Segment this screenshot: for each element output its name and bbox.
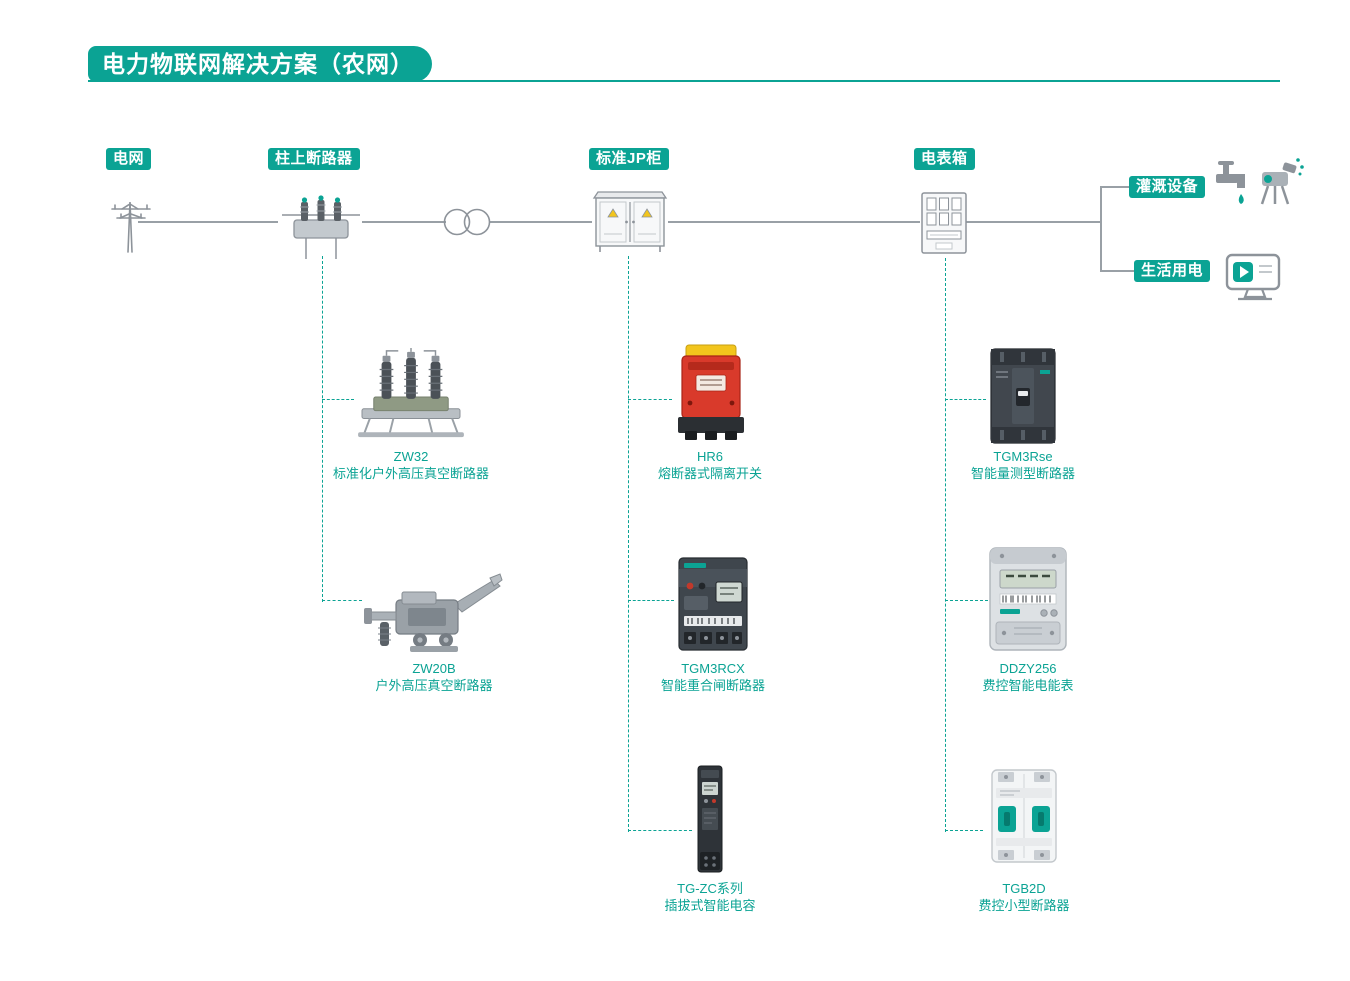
tgm3rcx-caption: TGM3RCX 智能重合闸断路器 (613, 660, 813, 694)
zw32-model: ZW32 (393, 449, 429, 464)
dashed-column-cabinet (628, 256, 629, 832)
irrigation-label: 灌溉设备 (1129, 176, 1206, 198)
hr6-model: HR6 (696, 449, 723, 464)
ddzy256-desc: 费控智能电能表 (982, 678, 1074, 693)
tgb2d-desc: 费控小型断路器 (978, 898, 1070, 913)
dashed-stub-tgzc (628, 830, 692, 831)
dashed-stub-tgb2d (945, 830, 983, 831)
tgm3rse-caption: TGM3Rse 智能量测型断路器 (923, 448, 1123, 482)
branch-to-irrigation (1100, 186, 1129, 188)
tgm3rse-image (986, 346, 1060, 451)
zw32-image (352, 346, 470, 449)
dashed-stub-tgm3rcx (628, 600, 674, 601)
ddzy256-model: DDZY256 (999, 661, 1057, 676)
branch-to-household (1100, 270, 1134, 272)
tgzc-image (694, 764, 726, 879)
tgm3rse-desc: 智能量测型断路器 (970, 466, 1075, 481)
dashed-stub-tgm3rse (945, 399, 986, 400)
zw20b-caption: ZW20B 户外高压真空断路器 (334, 660, 534, 694)
zw32-caption: ZW32 标准化户外高压真空断路器 (311, 448, 511, 482)
tgzc-desc: 插拔式智能电容 (664, 898, 756, 913)
monitor-play-icon (1224, 252, 1286, 309)
dashed-column-breaker (322, 256, 323, 602)
jp-cabinet-icon (590, 188, 670, 261)
dashed-column-meter (945, 258, 946, 832)
transmission-pole-icon (104, 194, 158, 259)
connector-breaker-to-transformer (362, 221, 446, 223)
title-underline (88, 80, 1280, 82)
jp-cabinet-label: 标准JP柜 (589, 148, 669, 170)
ddzy256-caption: DDZY256 费控智能电能表 (928, 660, 1128, 694)
household-label: 生活用电 (1134, 260, 1211, 282)
connector-cabinet-to-meter (668, 221, 920, 223)
pole-breaker-label: 柱上断路器 (268, 148, 360, 170)
branch-vertical-line (1100, 186, 1102, 272)
meter-box-icon (919, 190, 969, 263)
tgb2d-image (984, 766, 1064, 871)
grid-label: 电网 (106, 148, 152, 170)
zw20b-desc: 户外高压真空断路器 (375, 678, 493, 693)
tgm3rse-model: TGM3Rse (993, 449, 1053, 464)
tgb2d-caption: TGB2D 费控小型断路器 (924, 880, 1124, 914)
faucet-sprinkler-icon (1210, 152, 1305, 222)
dashed-stub-zw32 (322, 399, 354, 400)
dashed-stub-hr6 (628, 399, 672, 400)
zw20b-model: ZW20B (412, 661, 456, 676)
tgm3rcx-desc: 智能重合闸断路器 (660, 678, 765, 693)
tgb2d-model: TGB2D (1002, 881, 1046, 896)
tgzc-caption: TG-ZC系列 插拔式智能电容 (610, 880, 810, 914)
connector-grid-to-breaker (138, 221, 278, 223)
ddzy256-image (986, 546, 1070, 657)
page-title: 电力物联网解决方案（农网） (88, 46, 432, 82)
dashed-stub-ddzy256 (945, 600, 988, 601)
tgm3rcx-image (674, 556, 752, 659)
meter-box-label: 电表箱 (914, 148, 975, 170)
hr6-desc: 熔断器式隔离开关 (657, 466, 762, 481)
hr6-caption: HR6 熔断器式隔离开关 (610, 448, 810, 482)
transformer-icon (442, 208, 492, 241)
zw32-desc: 标准化户外高压真空断路器 (332, 466, 489, 481)
tgzc-model: TG-ZC系列 (677, 881, 743, 896)
tgm3rcx-model: TGM3RCX (681, 661, 745, 676)
zw20b-image (362, 570, 506, 663)
hr6-image (672, 343, 750, 448)
dashed-stub-zw20b (322, 600, 362, 601)
connector-meter-to-branch (966, 221, 1100, 223)
pole-mounted-breaker-icon (276, 186, 366, 266)
connector-transformer-to-cabinet (490, 221, 592, 223)
